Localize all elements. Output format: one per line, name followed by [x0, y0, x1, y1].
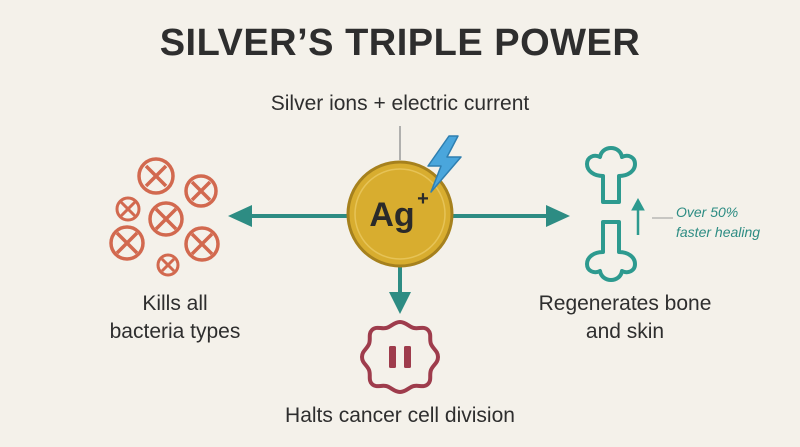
- healing-note: Over 50% faster healing: [676, 202, 796, 242]
- crossed-circle-icon: [184, 174, 218, 208]
- paused-cell-icon: [359, 319, 441, 395]
- crossed-circle-icon: [115, 196, 141, 222]
- coin-charge: +: [417, 188, 429, 210]
- effect-label-line: bacteria types: [109, 320, 241, 343]
- crossed-circle-icon: [148, 201, 184, 237]
- healing-note-line: Over 50%: [676, 204, 739, 220]
- subtitle: Silver ions + electric current: [270, 92, 530, 115]
- crossed-circle-icon: [109, 225, 145, 261]
- effect-label-regeneration: Regenerates bone and skin: [510, 290, 740, 346]
- silver-ion-coin: Ag +: [346, 160, 454, 268]
- crossed-circle-icon: [184, 226, 220, 262]
- arrow-left: [228, 205, 350, 227]
- crossed-circle-icon: [137, 157, 175, 195]
- effect-label-line: Kills all: [142, 292, 208, 315]
- effect-label-cancer: Halts cancer cell division: [285, 404, 515, 427]
- arrow-right: [450, 205, 570, 227]
- coin-symbol: Ag: [369, 196, 414, 234]
- effect-label-line: Regenerates bone: [538, 292, 712, 315]
- broken-bone-icon: [585, 146, 637, 282]
- lightning-bolt-icon: [427, 135, 462, 193]
- effect-label-bacteria: Kills all bacteria types: [70, 290, 280, 346]
- healing-note-line: faster healing: [676, 224, 761, 240]
- up-arrow-icon: [631, 197, 645, 235]
- crossed-circle-icon: [156, 253, 180, 277]
- bacteria-cluster: [109, 157, 220, 277]
- page-title: SILVER’S TRIPLE POWER: [159, 22, 641, 64]
- arrow-down: [389, 262, 411, 314]
- effect-label-line: and skin: [585, 320, 665, 343]
